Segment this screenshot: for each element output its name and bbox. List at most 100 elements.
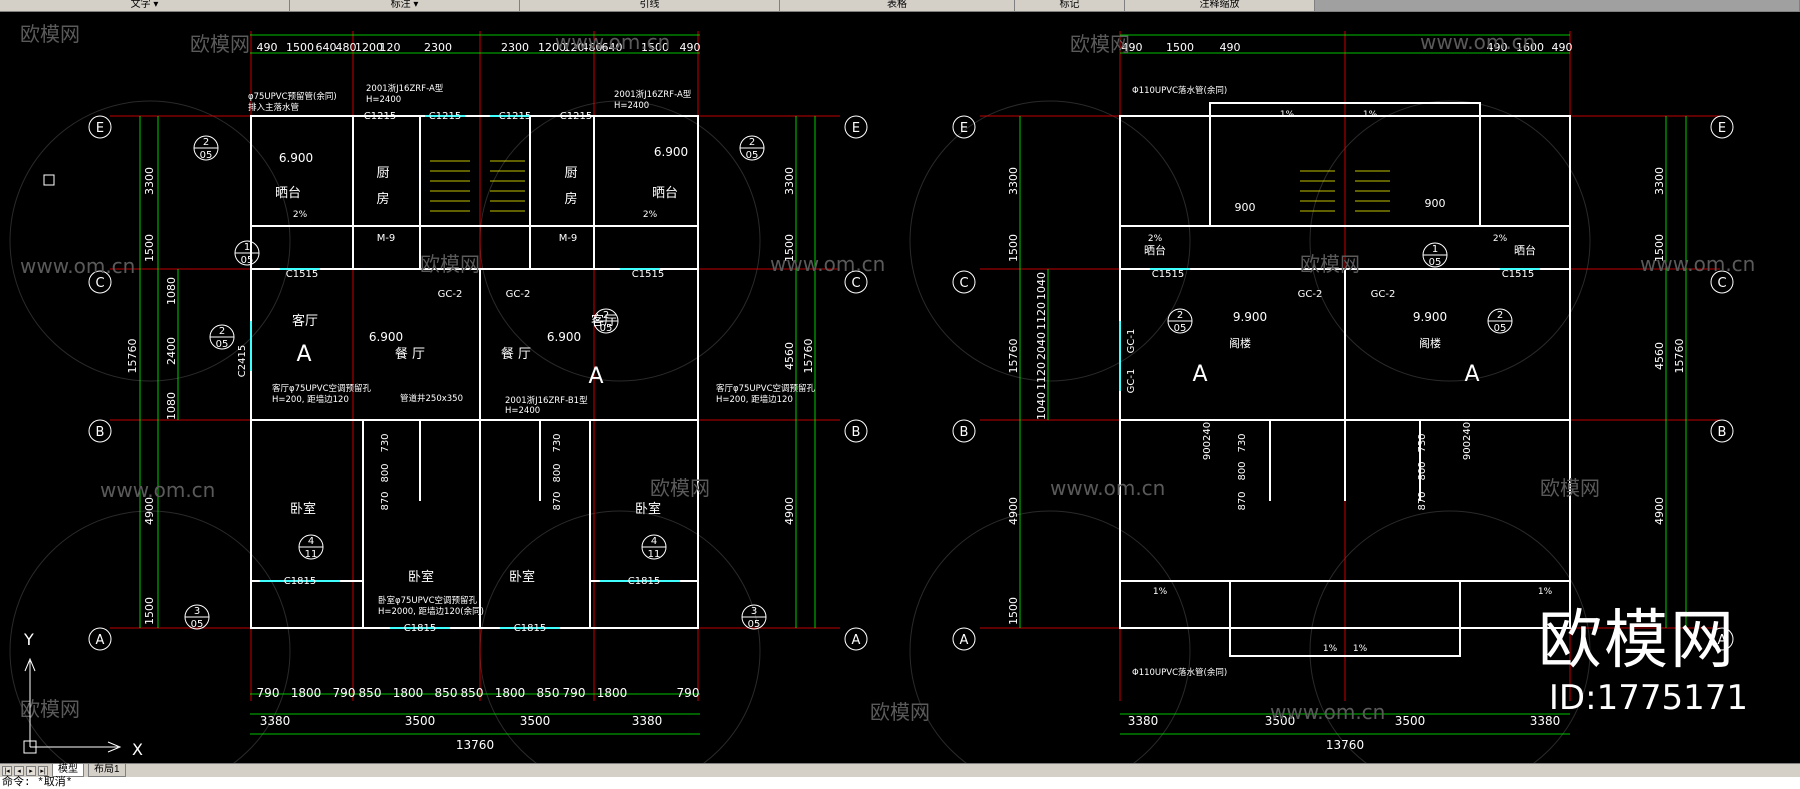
- svg-text:www.om.cn: www.om.cn: [1420, 30, 1535, 54]
- command-line[interactable]: 命令: *取消*: [0, 777, 1800, 789]
- svg-text:730: 730: [1237, 433, 1248, 452]
- svg-text:490: 490: [1122, 41, 1143, 54]
- svg-text:1%: 1%: [1323, 644, 1338, 654]
- svg-text:1200: 1200: [538, 41, 566, 54]
- svg-text:3300: 3300: [783, 167, 796, 195]
- svg-text:1080: 1080: [165, 392, 178, 420]
- tab-layout1[interactable]: 布局1: [88, 764, 126, 777]
- ucs-x-label: X: [132, 740, 143, 759]
- svg-text:05: 05: [746, 150, 759, 161]
- svg-text:C1815: C1815: [514, 623, 546, 634]
- svg-text:1500: 1500: [1653, 234, 1666, 262]
- svg-text:3: 3: [194, 606, 200, 617]
- svg-text:3380: 3380: [1530, 714, 1561, 728]
- svg-text:1%: 1%: [1153, 587, 1168, 597]
- svg-text:3500: 3500: [1395, 714, 1426, 728]
- tab-last-icon[interactable]: ▸|: [38, 765, 48, 776]
- svg-text:A: A: [296, 342, 311, 367]
- svg-text:C1215: C1215: [429, 111, 461, 122]
- svg-text:490: 490: [1487, 41, 1508, 54]
- svg-text:2: 2: [1177, 310, 1183, 321]
- svg-text:800: 800: [1417, 461, 1428, 480]
- svg-text:800: 800: [552, 463, 563, 482]
- ribbon-annotation-scale-button[interactable]: 注释缩放: [1125, 0, 1315, 11]
- svg-text:厨: 厨: [564, 166, 577, 181]
- point-marker: [43, 174, 55, 186]
- annotation-ribbon: 文字 ▾ 标注 ▾ 引线 表格 标记 注释缩放: [0, 0, 1800, 12]
- ribbon-table-button[interactable]: 表格: [780, 0, 1015, 11]
- ribbon-leader-button[interactable]: 引线: [520, 0, 780, 11]
- svg-text:13760: 13760: [1326, 738, 1364, 752]
- plan2-left-dims: 3300 1500 15760 4900 1500 1040 1120 2040…: [1007, 167, 1686, 625]
- svg-text:欧模网: 欧模网: [650, 476, 710, 500]
- svg-text:790: 790: [257, 686, 280, 700]
- svg-text:管道井250x350: 管道井250x350: [400, 393, 463, 404]
- ribbon-markup-button[interactable]: 标记: [1015, 0, 1125, 11]
- svg-text:欧模网: 欧模网: [1540, 476, 1600, 500]
- svg-text:1800: 1800: [291, 686, 322, 700]
- tab-first-icon[interactable]: |◂: [2, 765, 12, 776]
- svg-text:C1815: C1815: [284, 576, 316, 587]
- svg-text:1120: 1120: [1035, 302, 1048, 330]
- svg-text:GC-1: GC-1: [1126, 329, 1137, 354]
- svg-text:480: 480: [582, 41, 603, 54]
- svg-text:晒台: 晒台: [652, 186, 678, 201]
- walls-left: [250, 115, 699, 629]
- tab-next-icon[interactable]: ▸: [26, 765, 36, 776]
- svg-text:05: 05: [200, 150, 213, 161]
- svg-text:490: 490: [1220, 41, 1241, 54]
- svg-text:3300: 3300: [143, 167, 156, 195]
- svg-text:1800: 1800: [393, 686, 424, 700]
- svg-text:阁楼: 阁楼: [1229, 336, 1251, 350]
- svg-text:3300: 3300: [1007, 167, 1020, 195]
- svg-text:房: 房: [376, 191, 389, 207]
- watermark-logo: 欧模网: [1538, 604, 1736, 678]
- svg-text:870: 870: [380, 491, 391, 510]
- svg-text:欧模网: 欧模网: [20, 22, 80, 46]
- notes-left: φ75UPVC预留管(余同) 排入主落水管 2001浙J16ZRF-A型 H=2…: [248, 83, 816, 617]
- svg-text:4900: 4900: [783, 497, 796, 525]
- tab-prev-icon[interactable]: ◂: [14, 765, 24, 776]
- svg-text:05: 05: [1429, 257, 1442, 268]
- svg-text:1500: 1500: [783, 234, 796, 262]
- svg-text:www.om.cn: www.om.cn: [1270, 700, 1385, 724]
- svg-text:870: 870: [552, 491, 563, 510]
- ribbon-text-dropdown[interactable]: 文字 ▾: [0, 0, 290, 11]
- drawing-canvas[interactable]: E C B A E C B A 490 1500 640 480 1200 12…: [0, 11, 1800, 789]
- svg-text:1: 1: [1432, 244, 1438, 255]
- svg-text:1120: 1120: [1035, 362, 1048, 390]
- axis-label-b-right: B: [1718, 425, 1727, 440]
- ucs-y-label: Y: [23, 630, 34, 649]
- svg-text:欧模网: 欧模网: [20, 697, 80, 721]
- svg-text:1: 1: [244, 242, 250, 253]
- svg-text:850: 850: [359, 686, 382, 700]
- svg-text:GC-2: GC-2: [506, 289, 531, 300]
- room-labels-right: 晒台 晒台 阁楼 阁楼 A A 9.900 9.900 900 900 1% 1…: [1144, 110, 1553, 654]
- svg-text:6.900: 6.900: [369, 330, 403, 344]
- svg-text:C1815: C1815: [628, 576, 660, 587]
- svg-text:客厅: 客厅: [292, 313, 318, 329]
- watermark-text: 欧模网 欧模网 www.om.cn 欧模网 www.om.cn 欧模网 www.…: [20, 22, 1755, 724]
- svg-text:1800: 1800: [597, 686, 628, 700]
- axis-label-e-right: E: [1718, 121, 1726, 136]
- ucs-icon: [23, 657, 122, 754]
- plan-left: E C B A E C B A 490 1500 640 480 1200 12…: [88, 31, 868, 752]
- right-dims-left-plan: 3300 1500 4560 15760 4900: [783, 167, 815, 525]
- svg-text:www.om.cn: www.om.cn: [20, 254, 135, 278]
- svg-text:9.900: 9.900: [1413, 310, 1447, 324]
- svg-text:GC-2: GC-2: [1298, 289, 1323, 300]
- axis-label-b-left: B: [96, 425, 105, 440]
- svg-text:www.om.cn: www.om.cn: [100, 478, 215, 502]
- watermark-id: ID:1775171: [1548, 678, 1748, 718]
- svg-text:1500: 1500: [1166, 41, 1194, 54]
- svg-text:晒台: 晒台: [1144, 243, 1166, 257]
- ribbon-dimension-dropdown[interactable]: 标注 ▾: [290, 0, 520, 11]
- stairs-left: [430, 160, 525, 212]
- svg-text:C1515: C1515: [1502, 269, 1534, 280]
- svg-text:2%: 2%: [643, 210, 658, 220]
- svg-text:A: A: [588, 364, 603, 389]
- svg-text:A: A: [1192, 362, 1207, 387]
- tab-model[interactable]: 模型: [52, 764, 84, 777]
- svg-text:房: 房: [564, 191, 577, 207]
- svg-text:H=200, 距墙边120: H=200, 距墙边120: [272, 394, 349, 405]
